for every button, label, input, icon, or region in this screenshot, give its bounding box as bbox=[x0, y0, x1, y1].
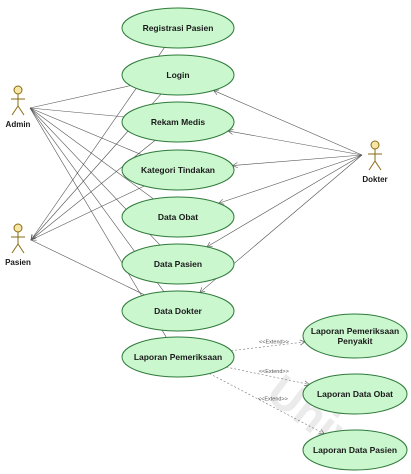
use-case-ellipse bbox=[302, 429, 408, 471]
actor-pasien[interactable]: Pasien bbox=[5, 223, 31, 267]
use-case-label: Laporan Pemeriksaan bbox=[134, 352, 222, 362]
use-case-label: Laporan Data Obat bbox=[317, 389, 393, 399]
use-case-data-pasien[interactable]: Data Pasien bbox=[121, 243, 235, 285]
actor-head bbox=[13, 85, 23, 95]
extend-line-laporan-data-pasien bbox=[209, 373, 325, 435]
association-pasien-data-dokter bbox=[30, 239, 145, 296]
association-admin-rekam-medis bbox=[29, 107, 124, 118]
extend-line-laporan-pemeriksaan-penyakit bbox=[231, 341, 305, 351]
use-case-label: Data Pasien bbox=[154, 259, 202, 269]
association-admin-kategori-tindakan bbox=[29, 107, 142, 156]
extend-label: <<Extend>> bbox=[259, 339, 289, 345]
actor-dokter[interactable]: Dokter bbox=[362, 140, 388, 184]
use-case-label: Kategori Tindakan bbox=[141, 165, 215, 175]
use-case-label: Data Dokter bbox=[154, 306, 202, 316]
association-admin-login bbox=[29, 85, 131, 109]
use-case-registrasi-pasien[interactable]: Registrasi Pasien bbox=[121, 7, 235, 49]
use-case-login[interactable]: Login bbox=[121, 54, 235, 96]
use-case-data-obat[interactable]: Data Obat bbox=[121, 196, 235, 238]
actor-name: Admin bbox=[6, 120, 31, 129]
association-dokter-login bbox=[213, 90, 363, 156]
use-case-ellipse bbox=[121, 101, 235, 143]
use-case-ellipse bbox=[121, 54, 235, 96]
use-case-ellipse bbox=[121, 336, 235, 378]
actor-name: Pasien bbox=[5, 258, 31, 267]
use-case-laporan-pemeriksaan[interactable]: Laporan Pemeriksaan bbox=[121, 336, 235, 378]
use-case-ellipse bbox=[121, 290, 235, 332]
actor-leg-right bbox=[374, 160, 382, 171]
use-case-ellipse bbox=[302, 373, 408, 415]
association-dokter-data-obat bbox=[218, 154, 363, 204]
use-case-data-dokter[interactable]: Data Dokter bbox=[121, 290, 235, 332]
use-case-rekam-medis[interactable]: Rekam Medis bbox=[121, 101, 235, 143]
actor-leg-left bbox=[11, 243, 19, 254]
association-admin-data-obat bbox=[29, 107, 154, 200]
extend-label: <<Extend>> bbox=[258, 397, 288, 403]
use-case-laporan-data-obat[interactable]: Laporan Data Obat bbox=[302, 373, 408, 415]
actor-admin[interactable]: Admin bbox=[6, 85, 31, 129]
use-case-label: Laporan Data Pasien bbox=[313, 445, 397, 455]
association-kategori-tindakan-pasien bbox=[30, 185, 145, 241]
use-case-label: Registrasi Pasien bbox=[143, 23, 214, 33]
association-dokter-kategori-tindakan bbox=[232, 154, 363, 166]
association-dokter-rekam-medis bbox=[227, 130, 363, 156]
use-case-ellipse bbox=[121, 7, 235, 49]
actor-leg-right bbox=[17, 243, 25, 254]
use-case-label: Rekam Medis bbox=[151, 117, 206, 127]
use-case-ellipse bbox=[121, 243, 235, 285]
use-case-ellipse bbox=[121, 196, 235, 238]
actor-leg-left bbox=[368, 160, 376, 171]
use-case-label: Data Obat bbox=[158, 212, 198, 222]
actor-leg-right bbox=[17, 105, 25, 116]
actor-head bbox=[370, 140, 380, 150]
use-case-ellipse bbox=[121, 149, 235, 191]
actor-leg-left bbox=[11, 105, 19, 116]
actor-head bbox=[13, 223, 23, 233]
use-case-kategori-tindakan[interactable]: Kategori Tindakan bbox=[121, 149, 235, 191]
extend-label: <<Extend>> bbox=[259, 369, 289, 375]
association-dokter-data-pasien bbox=[206, 154, 363, 248]
use-case-ellipse bbox=[302, 313, 408, 359]
actor-name: Dokter bbox=[362, 175, 387, 184]
use-case-label: Login bbox=[166, 70, 189, 80]
use-case-laporan-data-pasien[interactable]: Laporan Data Pasien bbox=[302, 429, 408, 471]
